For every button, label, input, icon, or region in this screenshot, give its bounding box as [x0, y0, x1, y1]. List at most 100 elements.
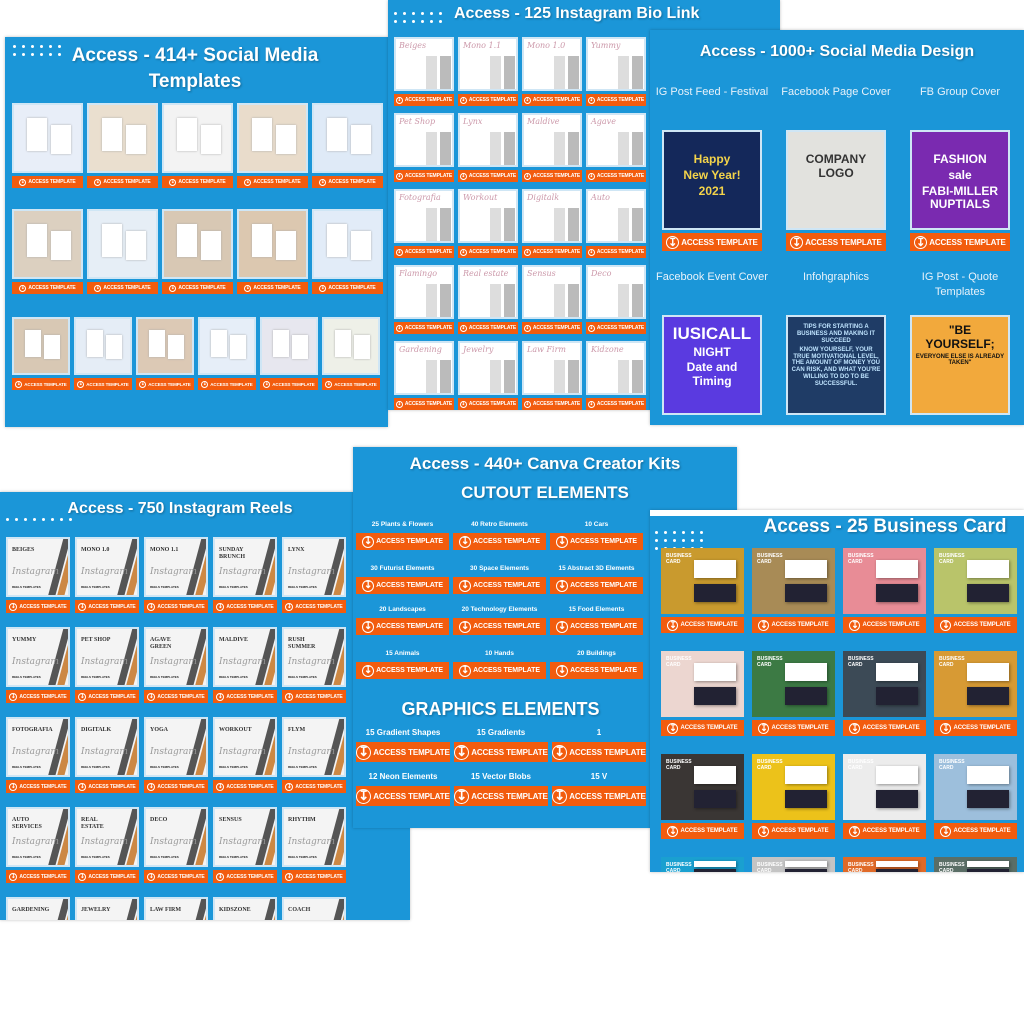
access-template-button[interactable]: ↧ACCESS TEMPLATE [162, 176, 233, 188]
access-template-button[interactable]: ↧ACCESS TEMPLATE [586, 246, 646, 258]
access-template-button[interactable]: ↧ACCESS TEMPLATE [87, 282, 158, 294]
access-template-button[interactable]: ↧ACCESS TEMPLATE [586, 170, 646, 182]
access-template-button[interactable]: ↧ACCESS TEMPLATE [394, 322, 454, 334]
access-template-button[interactable]: ↧ACCESS TEMPLATE [356, 742, 450, 762]
template-thumbnail[interactable]: BUSINESS CARD [843, 754, 926, 820]
access-template-button[interactable]: ↧ACCESS TEMPLATE [75, 600, 139, 613]
template-thumbnail[interactable]: KIDSZONE [213, 897, 277, 920]
access-template-button[interactable]: ↧ACCESS TEMPLATE [458, 246, 518, 258]
template-thumbnail[interactable] [136, 317, 194, 375]
access-template-button[interactable]: ↧ACCESS TEMPLATE [454, 742, 548, 762]
template-thumbnail[interactable]: Pet Shop [394, 113, 454, 167]
template-thumbnail[interactable]: GARDENING [6, 897, 70, 920]
template-thumbnail[interactable] [162, 209, 233, 279]
access-template-button[interactable]: ↧ACCESS TEMPLATE [453, 533, 546, 550]
access-template-button[interactable]: ↧ACCESS TEMPLATE [198, 378, 256, 390]
access-template-button[interactable]: ↧ACCESS TEMPLATE [910, 233, 1010, 251]
template-thumbnail[interactable]: LAW FIRM [144, 897, 208, 920]
access-template-button[interactable]: ↧ACCESS TEMPLATE [752, 617, 835, 633]
access-template-button[interactable]: ↧ACCESS TEMPLATE [282, 690, 346, 703]
access-template-button[interactable]: ↧ACCESS TEMPLATE [550, 577, 643, 594]
access-template-button[interactable]: ↧ACCESS TEMPLATE [522, 94, 582, 106]
template-thumbnail[interactable]: BUSINESS CARD [752, 548, 835, 614]
access-template-button[interactable]: ↧ACCESS TEMPLATE [843, 617, 926, 633]
access-template-button[interactable]: ↧ACCESS TEMPLATE [934, 617, 1017, 633]
access-template-button[interactable]: ↧ACCESS TEMPLATE [552, 786, 646, 806]
access-template-button[interactable]: ↧ACCESS TEMPLATE [662, 233, 762, 251]
access-template-button[interactable]: ↧ACCESS TEMPLATE [661, 720, 744, 736]
access-template-button[interactable]: ↧ACCESS TEMPLATE [75, 690, 139, 703]
access-template-button[interactable]: ↧ACCESS TEMPLATE [752, 720, 835, 736]
template-thumbnail[interactable]: Mono 1.1 [458, 37, 518, 91]
access-template-button[interactable]: ↧ACCESS TEMPLATE [356, 618, 449, 635]
template-thumbnail[interactable]: Sensus [522, 265, 582, 319]
template-thumbnail[interactable] [87, 209, 158, 279]
template-thumbnail[interactable] [260, 317, 318, 375]
template-thumbnail[interactable]: Digitalk [522, 189, 582, 243]
access-template-button[interactable]: ↧ACCESS TEMPLATE [282, 870, 346, 883]
template-thumbnail[interactable] [162, 103, 233, 173]
access-template-button[interactable]: ↧ACCESS TEMPLATE [144, 690, 208, 703]
access-template-button[interactable]: ↧ACCESS TEMPLATE [458, 322, 518, 334]
access-template-button[interactable]: ↧ACCESS TEMPLATE [356, 533, 449, 550]
access-template-button[interactable]: ↧ACCESS TEMPLATE [356, 577, 449, 594]
template-thumbnail[interactable]: BUSINESS CARD [661, 754, 744, 820]
template-thumbnail[interactable]: Flamingo [394, 265, 454, 319]
access-template-button[interactable]: ↧ACCESS TEMPLATE [522, 170, 582, 182]
template-thumbnail[interactable] [237, 103, 308, 173]
access-template-button[interactable]: ↧ACCESS TEMPLATE [522, 246, 582, 258]
access-template-button[interactable]: ↧ACCESS TEMPLATE [213, 600, 277, 613]
template-thumbnail[interactable] [198, 317, 256, 375]
access-template-button[interactable]: ↧ACCESS TEMPLATE [522, 398, 582, 410]
template-thumbnail[interactable]: COACH [282, 897, 346, 920]
access-template-button[interactable]: ↧ACCESS TEMPLATE [213, 780, 277, 793]
template-thumbnail[interactable]: Deco [586, 265, 646, 319]
template-thumbnail[interactable]: Law Firm [522, 341, 582, 395]
template-thumbnail[interactable] [12, 103, 83, 173]
template-thumbnail[interactable] [12, 317, 70, 375]
access-template-button[interactable]: ↧ACCESS TEMPLATE [12, 378, 70, 390]
access-template-button[interactable]: ↧ACCESS TEMPLATE [12, 176, 83, 188]
access-template-button[interactable]: ↧ACCESS TEMPLATE [394, 170, 454, 182]
access-template-button[interactable]: ↧ACCESS TEMPLATE [12, 282, 83, 294]
access-template-button[interactable]: ↧ACCESS TEMPLATE [661, 823, 744, 839]
template-thumbnail[interactable]: Fotografia [394, 189, 454, 243]
template-thumbnail[interactable]: "BE YOURSELF;EVERYONE ELSE IS ALREADY TA… [910, 315, 1010, 415]
access-template-button[interactable]: ↧ACCESS TEMPLATE [144, 780, 208, 793]
access-template-button[interactable]: ↧ACCESS TEMPLATE [237, 282, 308, 294]
access-template-button[interactable]: ↧ACCESS TEMPLATE [586, 322, 646, 334]
access-template-button[interactable]: ↧ACCESS TEMPLATE [586, 94, 646, 106]
template-thumbnail[interactable] [312, 103, 383, 173]
access-template-button[interactable]: ↧ACCESS TEMPLATE [550, 618, 643, 635]
access-template-button[interactable]: ↧ACCESS TEMPLATE [282, 780, 346, 793]
template-thumbnail[interactable]: Real estate [458, 265, 518, 319]
access-template-button[interactable]: ↧ACCESS TEMPLATE [282, 600, 346, 613]
access-template-button[interactable]: ↧ACCESS TEMPLATE [522, 322, 582, 334]
access-template-button[interactable]: ↧ACCESS TEMPLATE [394, 398, 454, 410]
access-template-button[interactable]: ↧ACCESS TEMPLATE [661, 617, 744, 633]
access-template-button[interactable]: ↧ACCESS TEMPLATE [162, 282, 233, 294]
template-thumbnail[interactable]: BUSINESS CARD [843, 857, 926, 872]
template-thumbnail[interactable]: BUSINESS CARD [661, 651, 744, 717]
access-template-button[interactable]: ↧ACCESS TEMPLATE [260, 378, 318, 390]
access-template-button[interactable]: ↧ACCESS TEMPLATE [312, 282, 383, 294]
template-thumbnail[interactable]: JEWELRY [75, 897, 139, 920]
access-template-button[interactable]: ↧ACCESS TEMPLATE [136, 378, 194, 390]
template-thumbnail[interactable]: BUSINESS CARD [934, 548, 1017, 614]
